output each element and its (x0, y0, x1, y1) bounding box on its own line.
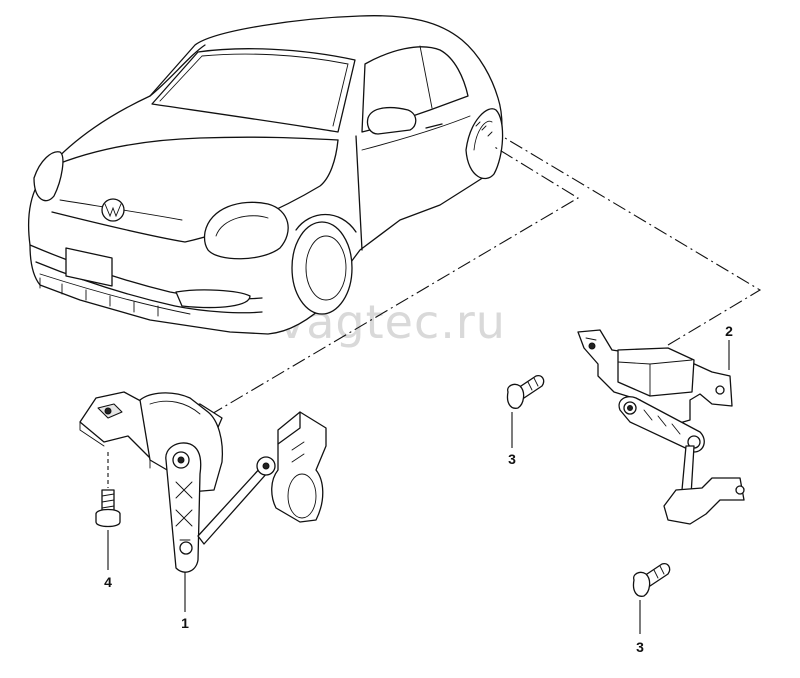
car-illustration (27, 15, 504, 335)
level-sensor-rear (577, 329, 745, 525)
bolt-left (95, 489, 121, 528)
callout-4: 4 (104, 574, 112, 590)
leader-lines (209, 137, 762, 416)
bolt-bottom-right (632, 562, 671, 597)
level-sensor-front (79, 391, 327, 573)
callout-3-top: 3 (508, 451, 516, 467)
callout-1: 1 (181, 615, 189, 631)
callout-lines (107, 340, 730, 634)
callout-labels: 1 2 3 3 4 (104, 323, 733, 655)
bolt-top-right (506, 374, 545, 409)
callout-3-bottom: 3 (636, 639, 644, 655)
callout-2: 2 (725, 323, 733, 339)
